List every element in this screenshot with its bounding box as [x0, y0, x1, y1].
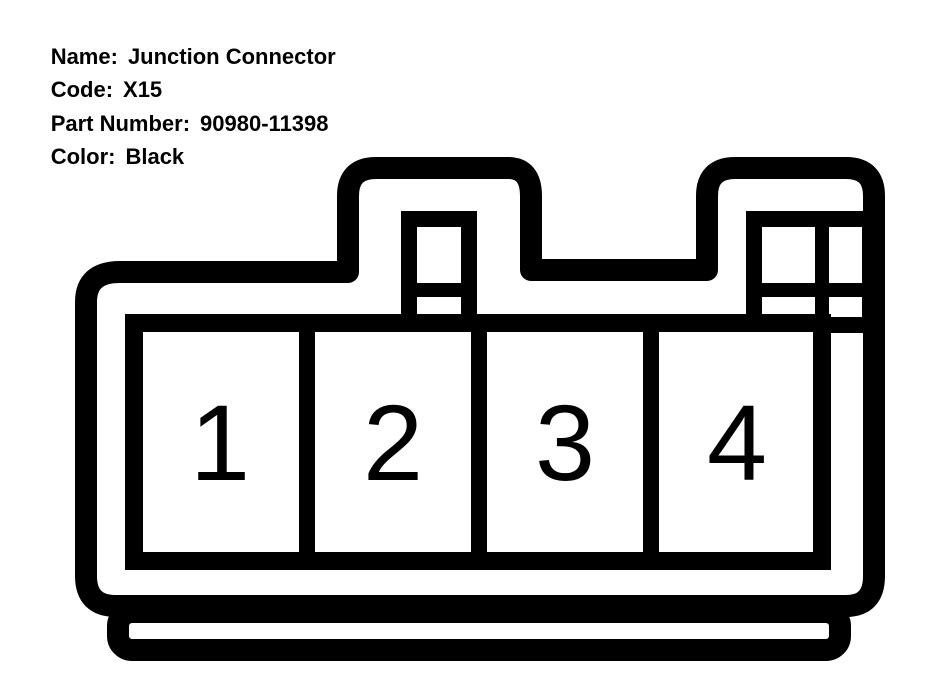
color-row: Color: Black: [14, 107, 336, 169]
part-number-row: Part Number: 90980-11398: [14, 73, 336, 136]
pin-2-number: 2: [363, 382, 423, 503]
connector-bottom-rail: [107, 601, 851, 661]
latch-post-right: [746, 211, 878, 333]
pin-3-number: 3: [535, 382, 595, 503]
part-number-value: 90980-11398: [200, 110, 329, 136]
code-label: Code:: [50, 77, 114, 102]
connector-info: Name: Junction Connector Code: X15 Part Nu…: [14, 6, 336, 170]
pin-4-number: 4: [707, 382, 767, 503]
code-row: Code: X15: [14, 40, 336, 102]
name-row: Name: Junction Connector: [14, 6, 336, 69]
latch-post-left: [401, 211, 477, 333]
color-label: Color:: [50, 144, 116, 169]
name-label: Name:: [50, 43, 118, 69]
pin-1-number: 1: [190, 382, 250, 503]
color-value: Black: [125, 144, 185, 169]
part-number-label: Part Number:: [50, 110, 191, 136]
name-value: Junction Connector: [127, 43, 336, 69]
code-value: X15: [123, 77, 163, 102]
